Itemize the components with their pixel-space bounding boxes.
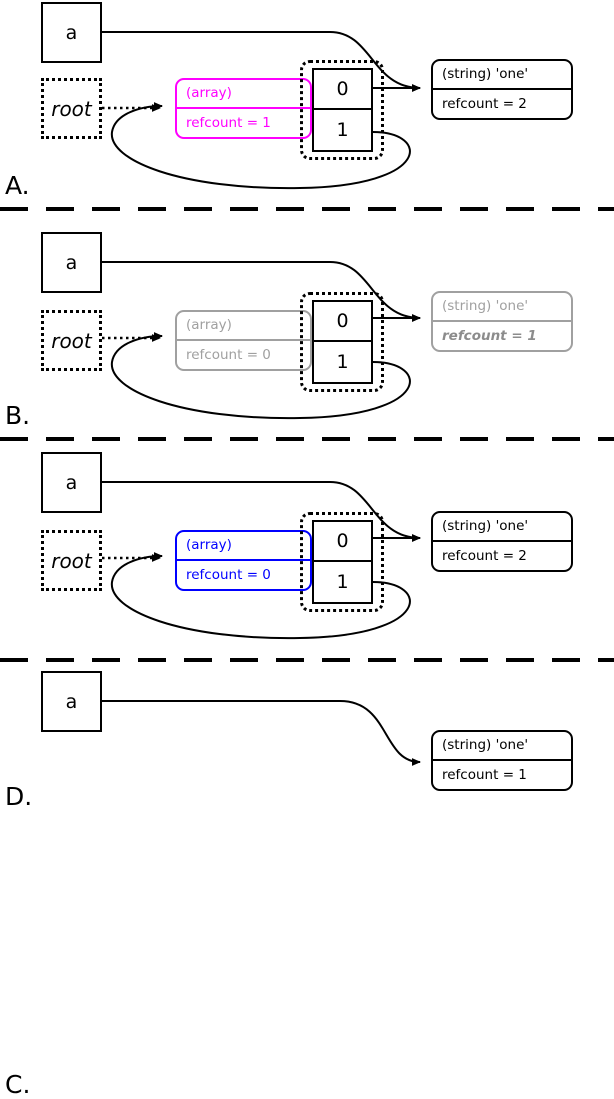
- panel-letter-d: D.: [5, 782, 33, 811]
- variable-label: a: [65, 251, 78, 274]
- variable-box-a: a: [41, 2, 102, 63]
- array-refcount-label: refcount = 0: [186, 346, 271, 363]
- string-zval-box: (string) 'one' refcount = 2: [431, 511, 573, 572]
- string-zval-box: (string) 'one' refcount = 1: [431, 730, 573, 791]
- string-refcount-label: refcount = 1: [442, 766, 527, 783]
- variable-label: a: [65, 690, 78, 713]
- root-box: root: [41, 78, 102, 139]
- array-refcount-label: refcount = 1: [186, 114, 271, 131]
- string-zval-box: (string) 'one' refcount = 2: [431, 59, 573, 120]
- array-index-container: [300, 512, 384, 612]
- string-type-label: (string) 'one': [433, 513, 571, 542]
- array-type-label: (array): [177, 80, 310, 109]
- panel-separator-2: [0, 437, 614, 441]
- string-zval-box: (string) 'one' refcount = 1: [431, 291, 573, 352]
- panel-separator-1: [0, 207, 614, 211]
- root-label: root: [51, 96, 92, 121]
- string-type-label: (string) 'one': [433, 732, 571, 761]
- array-index-1: 1: [336, 119, 349, 141]
- panel-d: a (string) 'one' refcount = 1 D.: [0, 669, 614, 814]
- array-zval-box: (array) refcount = 0: [175, 530, 312, 591]
- array-index-0: 0: [314, 302, 371, 342]
- panel-letter-a: A.: [5, 171, 30, 200]
- panel-b: a root (array) refcount = 0 0 1 (string)…: [0, 230, 614, 437]
- variable-label: a: [65, 471, 78, 494]
- root-box: root: [41, 310, 102, 371]
- variable-box-a: a: [41, 671, 102, 732]
- root-label: root: [51, 328, 92, 353]
- panel-letter-c: C.: [5, 1070, 31, 1099]
- variable-box-a: a: [41, 232, 102, 293]
- array-refcount-label: refcount = 0: [186, 566, 271, 583]
- string-refcount-label: refcount = 2: [442, 95, 527, 112]
- variable-label: a: [65, 21, 78, 44]
- array-type-label: (array): [177, 312, 310, 341]
- array-index-container: [300, 292, 384, 392]
- array-type-label: (array): [177, 532, 310, 561]
- variable-box-a: a: [41, 452, 102, 513]
- panel-separator-3: [0, 658, 614, 662]
- root-label: root: [51, 548, 92, 573]
- string-type-label: (string) 'one': [433, 293, 571, 322]
- string-refcount-label: refcount = 2: [442, 547, 527, 564]
- panel-letter-b: B.: [5, 401, 31, 430]
- array-index-box: 0 1: [312, 300, 373, 384]
- root-box: root: [41, 530, 102, 591]
- array-zval-box: (array) refcount = 1: [175, 78, 312, 139]
- panel-c: a root (array) refcount = 0 0 1 (string)…: [0, 450, 614, 1097]
- string-type-label: (string) 'one': [433, 61, 571, 90]
- array-index-1: 1: [336, 571, 349, 593]
- array-index-box: 0 1: [312, 68, 373, 152]
- string-refcount-label: refcount = 1: [442, 327, 537, 344]
- panel-a: a root (array) refcount = 1 0 1 (string)…: [0, 0, 614, 210]
- array-index-1: 1: [336, 351, 349, 373]
- array-index-0: 0: [314, 70, 371, 110]
- array-index-box: 0 1: [312, 520, 373, 604]
- array-zval-box: (array) refcount = 0: [175, 310, 312, 371]
- array-index-0: 0: [314, 522, 371, 562]
- array-index-container: [300, 60, 384, 160]
